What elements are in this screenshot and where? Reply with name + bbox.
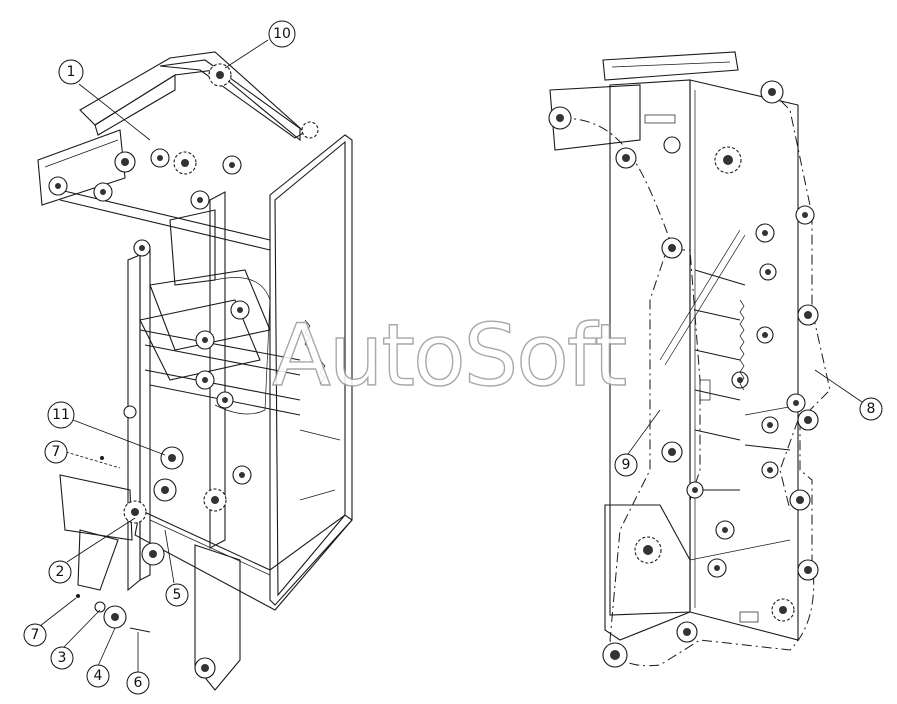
svg-text:2: 2: [56, 564, 65, 580]
callout-7-lower: 7: [23, 623, 47, 647]
callout-1: 1: [58, 59, 84, 85]
svg-text:4: 4: [94, 668, 103, 684]
svg-text:10: 10: [273, 26, 291, 42]
left-frame-assembly: [37, 51, 353, 691]
svg-text:7: 7: [52, 444, 61, 460]
svg-text:9: 9: [622, 457, 631, 473]
callout-11: 11: [47, 401, 75, 429]
callout-6: 6: [126, 671, 150, 695]
callout-9: 9: [614, 453, 638, 477]
svg-text:8: 8: [867, 401, 876, 417]
svg-text:5: 5: [173, 587, 182, 603]
svg-text:11: 11: [52, 407, 70, 423]
svg-text:6: 6: [134, 675, 143, 691]
callout-4: 4: [86, 664, 110, 688]
callout-7-upper: 7: [44, 440, 68, 464]
svg-text:3: 3: [58, 650, 67, 666]
leader-lines: [39, 39, 863, 672]
callout-8: 8: [859, 397, 883, 421]
callout-3: 3: [50, 646, 74, 670]
callout-2: 2: [48, 560, 72, 584]
callout-10: 10: [268, 20, 296, 48]
svg-text:1: 1: [67, 64, 76, 80]
svg-text:7: 7: [31, 627, 40, 643]
callout-5: 5: [165, 583, 189, 607]
right-frame-assembly: [548, 51, 831, 668]
watermark-text: AutoSoft: [272, 306, 626, 406]
